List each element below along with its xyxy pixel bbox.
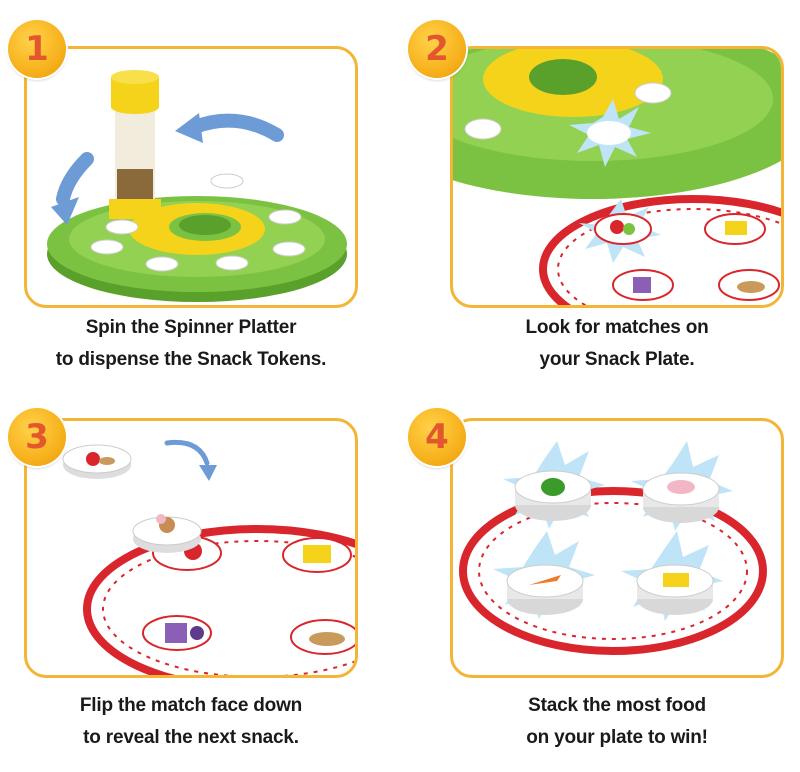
step-4: 4 — [400, 390, 800, 772]
step-number-badge: 2 — [408, 20, 466, 78]
caption-line-2: to dispense the Snack Tokens. — [55, 349, 327, 370]
snack-plate-match-illustration — [453, 49, 781, 305]
step-number-badge: 4 — [408, 408, 466, 466]
step-2-caption: Look for matches on your Snack Plate. — [450, 312, 784, 376]
caption-line-1: Look for matches on — [525, 317, 709, 338]
step-3-caption: Flip the match face down to reveal the n… — [24, 690, 358, 754]
step-4-illustration-panel — [450, 418, 784, 678]
caption-line-2: your Snack Plate. — [539, 349, 695, 370]
step-3-illustration-panel — [24, 418, 358, 678]
step-number-badge: 1 — [8, 20, 66, 78]
caption-line-1: Flip the match face down — [79, 695, 303, 716]
caption-line-1: Spin the Spinner Platter — [85, 317, 297, 338]
step-4-caption: Stack the most food on your plate to win… — [450, 690, 784, 754]
step-1-illustration-panel — [24, 46, 358, 308]
caption-line-2: on your plate to win! — [526, 727, 708, 748]
stacked-tokens-illustration — [459, 441, 767, 655]
step-1: 1 — [0, 0, 400, 390]
step-3: 3 — [0, 390, 400, 772]
caption-line-1: Stack the most food — [528, 695, 706, 716]
caption-line-2: to reveal the next snack. — [83, 727, 299, 748]
flip-token-illustration — [62, 439, 355, 675]
step-2: 2 Look for match — [400, 0, 800, 390]
step-2-illustration-panel — [450, 46, 784, 308]
step-1-caption: Spin the Spinner Platter to dispense the… — [24, 312, 358, 376]
step-number-badge: 3 — [8, 408, 66, 466]
spinner-platter-illustration — [47, 70, 347, 302]
